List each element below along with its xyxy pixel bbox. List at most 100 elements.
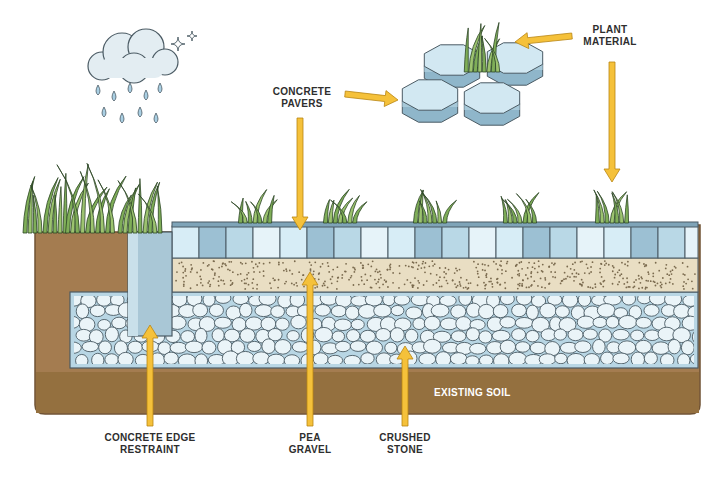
gravel-dot <box>404 283 406 285</box>
stone <box>539 354 555 364</box>
grass-blade <box>485 38 500 72</box>
stone <box>92 353 104 364</box>
gravel-dot <box>588 273 590 275</box>
stone <box>215 296 231 303</box>
rain-drop <box>102 107 106 117</box>
grass-blade <box>482 36 486 72</box>
stone <box>118 352 133 364</box>
gravel-dot <box>652 273 654 275</box>
grass-clump <box>57 163 126 233</box>
gravel-dot <box>592 287 594 289</box>
gravel-dot <box>672 269 674 271</box>
gravel-dot <box>477 273 479 275</box>
gravel-dot <box>645 280 647 282</box>
gravel-dot <box>658 270 660 272</box>
gravel-dot <box>322 285 324 287</box>
stone <box>681 341 694 355</box>
gravel-dot <box>248 272 250 274</box>
stone <box>424 339 442 353</box>
gravel-dot <box>379 287 381 289</box>
gravel-dot <box>477 284 479 286</box>
gravel-dot <box>542 264 544 266</box>
gravel-dot <box>278 262 280 264</box>
gravel-dot <box>382 283 384 285</box>
gravel-dot <box>613 267 615 269</box>
sparkle <box>187 31 197 41</box>
gravel-dot <box>341 274 343 276</box>
soil-body <box>35 225 700 414</box>
gravel-dot <box>612 270 614 272</box>
grass-blade <box>436 201 442 223</box>
gravel-dot <box>455 286 457 288</box>
gravel-dot <box>694 273 696 275</box>
gravel-dot <box>274 279 276 281</box>
stone <box>292 342 308 353</box>
gravel-dot <box>590 266 592 268</box>
grass-blade <box>231 202 247 223</box>
gravel-dot <box>645 265 647 267</box>
gravel-dot <box>253 267 255 269</box>
gravel-dot <box>540 277 542 279</box>
gravel-dot <box>222 280 224 282</box>
paver-block <box>388 226 415 258</box>
gravel-dot <box>519 285 521 287</box>
stone <box>493 305 508 318</box>
stone <box>255 305 272 317</box>
gravel-dot <box>530 285 532 287</box>
gravel-dot <box>190 287 192 289</box>
existing-soil-band <box>36 372 699 413</box>
stone <box>214 317 231 328</box>
gravel-dot <box>537 271 539 273</box>
gravel-dot <box>399 265 401 267</box>
gravel-dot <box>207 265 209 267</box>
gravel-dot <box>318 278 320 280</box>
stone <box>431 304 449 317</box>
gravel-dot <box>344 270 346 272</box>
gravel-dot <box>665 283 667 285</box>
stone <box>555 306 569 318</box>
stone <box>315 304 331 316</box>
gravel-dot <box>645 264 647 266</box>
gravel-dot <box>270 287 272 289</box>
gravel-dot <box>257 266 259 268</box>
gravel-dot <box>277 287 279 289</box>
stone <box>253 352 270 364</box>
gravel-dot <box>354 269 356 271</box>
gravel-dot <box>230 261 232 263</box>
gravel-dot <box>521 268 523 270</box>
gravel-dot <box>439 267 441 269</box>
gravel-dot <box>670 278 672 280</box>
layer-label: EXISTING SOIL <box>434 387 511 398</box>
gravel-dot <box>459 269 461 271</box>
gravel-dot <box>272 277 274 279</box>
gravel-dot <box>643 263 645 265</box>
stone <box>606 316 619 328</box>
stone <box>193 303 208 316</box>
stone <box>361 353 374 364</box>
paver-block <box>280 226 307 258</box>
stone <box>105 327 118 342</box>
gravel-dot <box>353 271 355 273</box>
gravel-dot <box>314 287 316 289</box>
gravel-dot <box>318 273 320 275</box>
gravel-dot <box>310 264 312 266</box>
gravel-dot <box>662 277 664 279</box>
gravel-dot <box>428 265 430 267</box>
paver-top-face <box>464 83 519 113</box>
gravel-dot <box>405 265 407 267</box>
grass-blade <box>118 181 137 233</box>
paver-block <box>442 226 469 258</box>
gravel-dot <box>548 283 550 285</box>
gravel-dot <box>581 279 583 281</box>
grass-blade <box>594 190 604 223</box>
paver-block <box>658 226 685 258</box>
gravel-dot <box>589 287 591 289</box>
gravel-dot <box>447 282 449 284</box>
gravel-dot <box>528 286 530 288</box>
stone <box>618 341 635 354</box>
gravel-dot <box>452 279 454 281</box>
gravel-dot <box>303 274 305 276</box>
stone <box>259 296 276 305</box>
gravel-dot <box>527 267 529 269</box>
gravel-dot <box>670 271 672 273</box>
